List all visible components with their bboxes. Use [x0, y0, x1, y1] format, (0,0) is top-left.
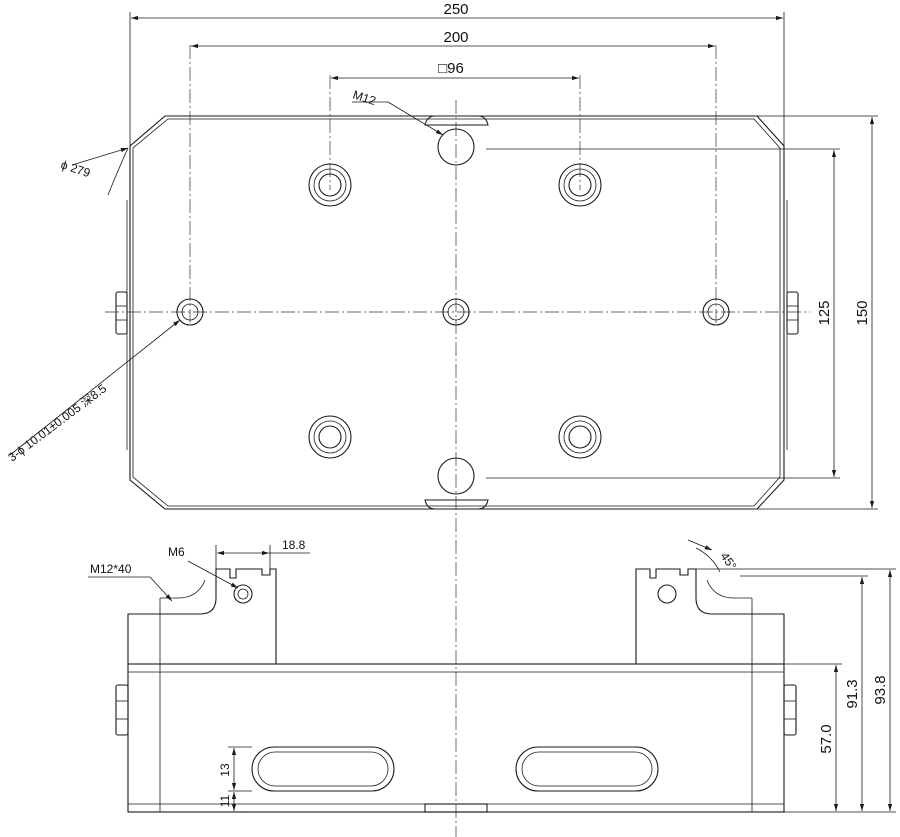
counterbore-hole-tl [308, 163, 352, 207]
side-bolt-right [783, 684, 797, 736]
counterbore-hole-br [558, 415, 602, 459]
m12-hole-top [437, 128, 475, 166]
bottom-edge-slot [424, 499, 489, 510]
left-side-bolt [115, 291, 128, 335]
top-edge-slot [424, 115, 489, 126]
dim-96-label: □96 [438, 60, 464, 77]
left-jaw [127, 568, 277, 665]
dowel-hole-left [176, 298, 204, 326]
dim-913-label: 91.3 [844, 679, 861, 708]
m6-label: M6 [168, 545, 185, 559]
m12-label: M12 [351, 88, 378, 109]
dowel-hole-center [442, 298, 470, 326]
left-jaw-m6-hole [233, 584, 253, 604]
dim-200-label: 200 [443, 29, 468, 46]
dim-11-label: 11 [218, 794, 232, 807]
dim-938-label: 93.8 [872, 675, 889, 704]
counterbore-hole-bl [308, 415, 352, 459]
side-bolt-left [115, 684, 129, 736]
holes-spec-label: 3-ϕ 10.01±0.005 深8.5 [5, 381, 109, 464]
dim-250-label: 250 [443, 1, 468, 18]
right-side-bolt [786, 291, 799, 335]
top-plate-inner-line [132, 118, 781, 507]
slot-left [251, 746, 395, 792]
dowel-hole-right [702, 298, 730, 326]
right-jaw [635, 568, 785, 665]
slot-right [515, 746, 659, 792]
dim-570-label: 57.0 [818, 724, 835, 753]
top-view: 250 200 □96 M12 ϕ 279 3-ϕ 10.01±0.005 深8… [5, 1, 878, 837]
dim-150-label: 150 [854, 300, 871, 325]
m12x40-label: M12*40 [90, 562, 132, 576]
dim-125-label: 125 [816, 300, 833, 325]
top-plate-outline [129, 115, 785, 510]
phi279-label: ϕ 279 [59, 158, 92, 181]
right-jaw-hole [657, 584, 677, 604]
side-view: 18.8 M6 M12*40 45° 93.8 91.3 57.0 13 11 [88, 538, 896, 813]
m12-hole-bottom [437, 457, 475, 495]
dim-13-label: 13 [218, 763, 232, 777]
base-bottom-slot [424, 803, 488, 813]
counterbore-hole-tr [558, 163, 602, 207]
dim-188-label: 18.8 [282, 538, 306, 552]
